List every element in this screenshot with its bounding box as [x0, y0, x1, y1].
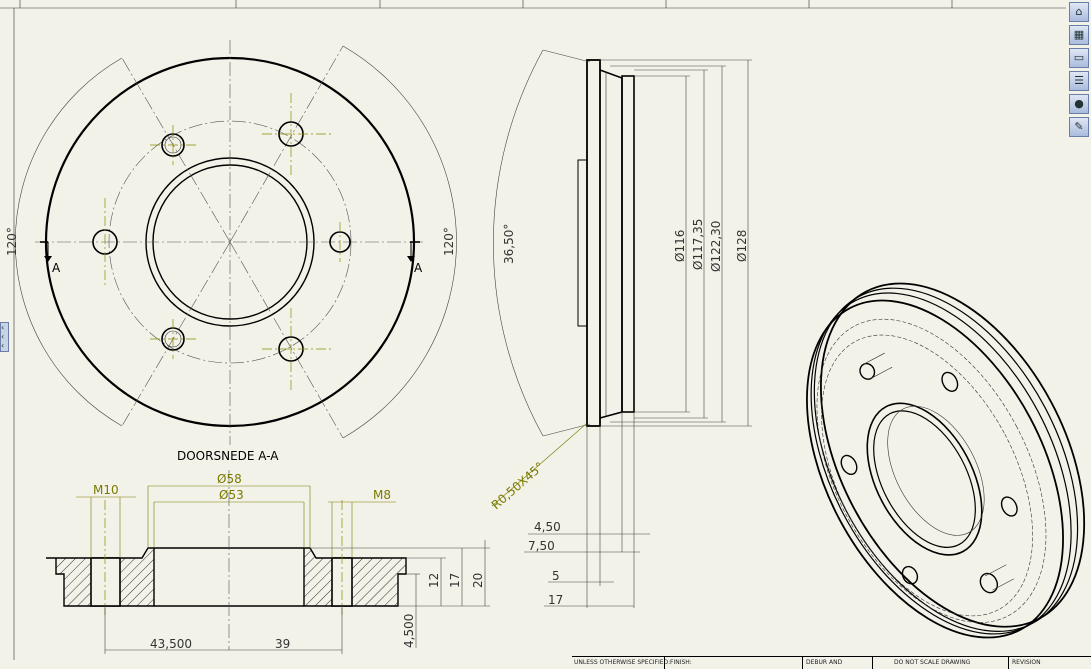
step-label: 4,500 [402, 614, 416, 648]
offset-label-2: 7,50 [528, 539, 555, 553]
title-block-cell: FINISH: [670, 659, 692, 666]
hub-boss [577, 159, 588, 327]
offset-label-1: 4,50 [534, 520, 561, 534]
section-solid-right [303, 547, 407, 607]
offset-label-3: 5 [552, 569, 560, 583]
angle-arc-right [342, 45, 457, 439]
section-title: DOORSNEDE A-A [177, 449, 279, 463]
folder-icon[interactable]: ▭ [1069, 48, 1089, 68]
properties-icon[interactable]: ✎ [1069, 117, 1089, 137]
angle-arc-left [15, 57, 123, 427]
thread-left-label: M10 [93, 483, 119, 497]
side-angle-arc [493, 49, 544, 437]
section-marker-right: A [414, 261, 423, 275]
palette-icon[interactable]: ▦ [1069, 25, 1089, 45]
chamfer-label: R0,50X45° [489, 459, 547, 512]
front-view[interactable]: A A 120° [5, 40, 457, 445]
angle-left-label: 120° [5, 227, 19, 256]
diameter-label-4: Ø128 [735, 230, 749, 262]
title-block-cell: REVISION [1012, 659, 1041, 666]
bore-outer-label: Ø58 [217, 472, 242, 486]
height-label-3: 20 [471, 573, 485, 588]
side-view[interactable]: Ø116 Ø117,35 Ø122,30 Ø128 36,50° R0,50X4… [489, 49, 752, 608]
rim-band [621, 75, 635, 413]
angle-right-label: 120° [442, 227, 456, 256]
height-label-1: 12 [427, 573, 441, 588]
bottom-left-label: 43,500 [150, 637, 192, 651]
home-icon[interactable]: ⌂ [1069, 2, 1089, 22]
bore-inner-label: Ø53 [219, 488, 244, 502]
title-block-cell: DO NOT SCALE DRAWING [894, 659, 971, 666]
title-block-cell: UNLESS OTHERWISE SPECIFIED: [574, 659, 671, 666]
panel-collapse-handle[interactable]: ‹‹‹ [0, 322, 9, 352]
title-block: UNLESS OTHERWISE SPECIFIED: FINISH: DEBU… [572, 656, 1091, 669]
thread-right-label: M8 [373, 488, 391, 502]
rim-taper [599, 69, 623, 419]
bolt-hole [262, 308, 334, 392]
bolt-hole [150, 319, 196, 359]
layers-icon[interactable]: ☰ [1069, 71, 1089, 91]
section-view[interactable]: DOORSNEDE A-A M10 M8 Ø58 Ø53 43,500 39 [46, 449, 490, 654]
side-angle-label: 36,50° [502, 224, 516, 264]
bolt-hole [262, 93, 334, 176]
bolt-hole [92, 198, 118, 285]
offset-label-4: 17 [548, 593, 563, 607]
diameter-label-2: Ø117,35 [691, 219, 705, 270]
height-label-2: 17 [448, 573, 462, 588]
diameter-label-1: Ø116 [673, 230, 687, 262]
bolt-hole [150, 125, 196, 165]
flange-plate [586, 59, 601, 427]
bolt-hole [329, 222, 351, 262]
title-block-cell: DEBUR AND [806, 659, 843, 666]
section-marker-left: A [52, 261, 61, 275]
appearance-icon[interactable]: ● [1069, 94, 1089, 114]
task-pane-toolbar: ⌂ ▦ ▭ ☰ ● ✎ [1067, 0, 1091, 140]
isometric-view[interactable] [751, 239, 1091, 668]
bottom-right-label: 39 [275, 637, 290, 651]
diameter-label-3: Ø122,30 [709, 221, 723, 272]
